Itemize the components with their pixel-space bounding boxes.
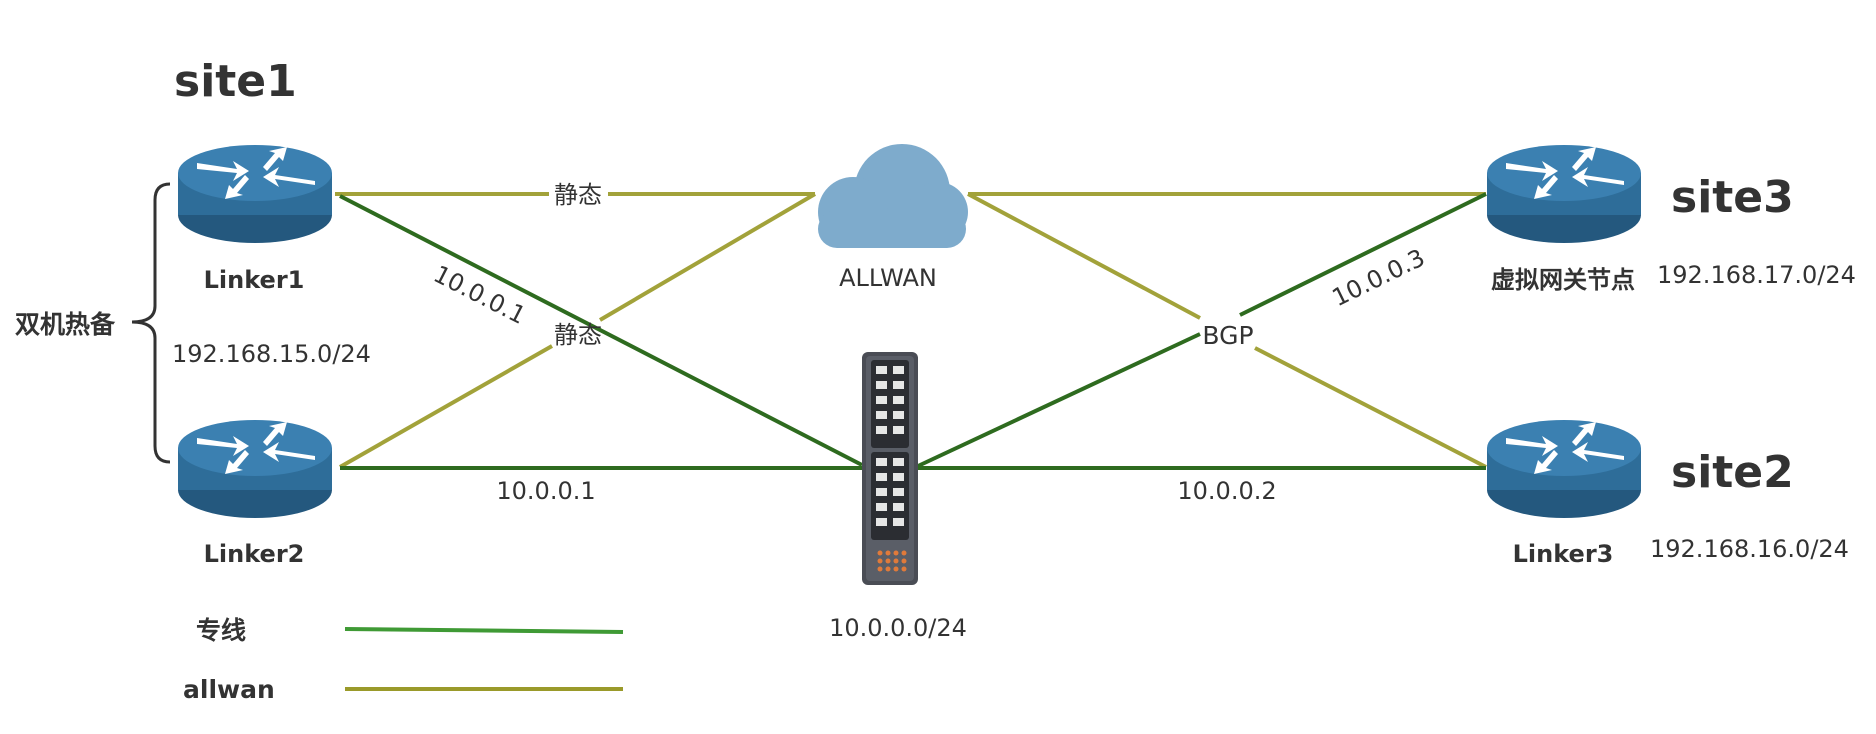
static-label-mid: 静态 <box>554 321 602 349</box>
router-icon <box>1487 145 1641 243</box>
linker1-ip-label: 10.0.0.1 <box>429 260 530 330</box>
static-label-top: 静态 <box>554 181 602 209</box>
linker3-label: Linker3 <box>1513 540 1614 568</box>
ha-label: 双机热备 <box>15 310 116 339</box>
virtual-gateway-label: 虚拟网关节点 <box>1491 266 1635 294</box>
linker2-label: Linker2 <box>204 540 305 568</box>
site2-title: site2 <box>1671 447 1794 498</box>
linker3-ip-label: 10.0.0.2 <box>1177 477 1276 505</box>
site3-title: site3 <box>1671 172 1794 223</box>
dedicated-links <box>339 192 1487 470</box>
legend-dedicated-line <box>344 627 624 634</box>
router-icon <box>1487 420 1641 518</box>
site1-subnet: 192.168.15.0/24 <box>172 340 371 368</box>
site3-subnet: 192.168.17.0/24 <box>1657 261 1856 289</box>
router-icon <box>178 145 332 243</box>
link-bgp-virtual-gateway <box>1239 192 1487 317</box>
ha-brace <box>131 182 171 464</box>
link-linker2-allwan-lower <box>339 344 553 469</box>
link-linker2-allwan-upper <box>598 192 817 322</box>
router-icon <box>178 420 332 518</box>
allwan-links <box>335 192 1487 469</box>
link-linker1-switch <box>339 194 863 467</box>
linker1-label: Linker1 <box>204 266 305 294</box>
switch-subnet-label: 10.0.0.0/24 <box>829 614 967 642</box>
legend-allwan-label: allwan <box>183 675 275 704</box>
switch-icon <box>862 352 918 585</box>
site2-subnet: 192.168.16.0/24 <box>1650 535 1849 563</box>
link-switch-bgp <box>917 332 1201 468</box>
virtual-gateway-ip-label: 10.0.0.3 <box>1328 243 1429 312</box>
site1-title: site1 <box>174 56 297 107</box>
linker2-ip-label: 10.0.0.1 <box>496 477 595 505</box>
cloud-icon <box>818 144 968 248</box>
link-bgp-linker3 <box>1254 346 1487 469</box>
link-allwan-bgp <box>967 192 1201 320</box>
cloud-label: ALLWAN <box>839 264 937 292</box>
bgp-label: BGP <box>1202 321 1253 350</box>
legend-dedicated-label: 专线 <box>196 616 246 645</box>
